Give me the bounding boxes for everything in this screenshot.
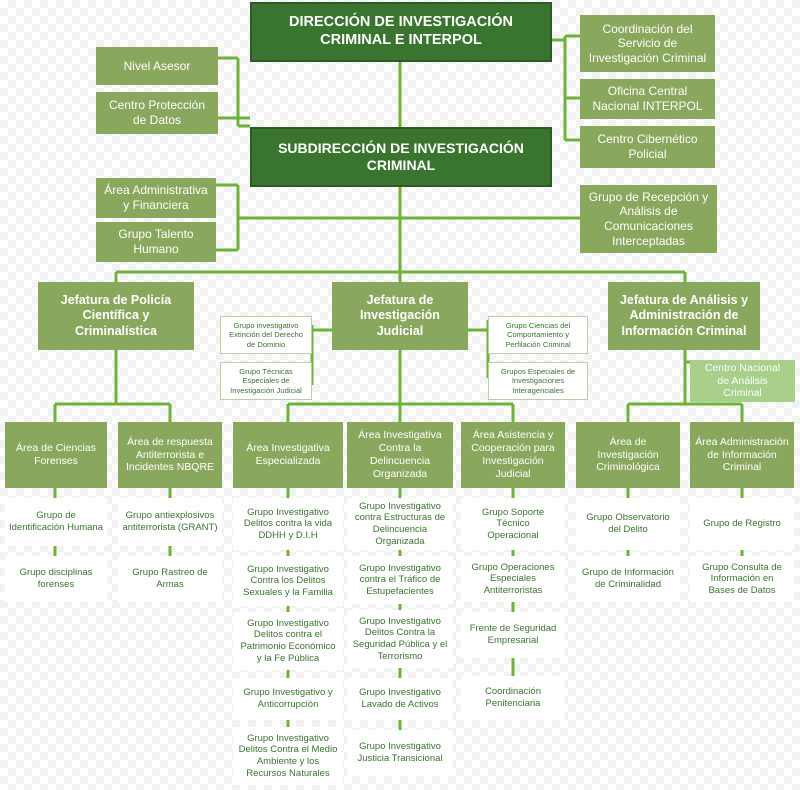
centro-nacional-analisis-box: Centro Nacional de Análisis Criminal: [690, 360, 795, 402]
group-box: Grupo Investigativo Delitos contra el Pa…: [233, 612, 343, 670]
grupo-ciencias-comportamiento-box: Grupo Ciencias del Comportamiento y Perf…: [488, 316, 588, 354]
jefatura-judicial-box: Jefatura de Investigación Judicial: [332, 282, 468, 350]
grupo-extincion-box: Grupo investigativo Extinción del Derech…: [220, 316, 312, 354]
group-box: Grupo Investigativo y Anticorrupción: [233, 678, 343, 720]
group-box: Grupo de Información de Criminalidad: [576, 556, 680, 602]
group-box: Grupo Investigativo Justicia Transiciona…: [347, 730, 453, 776]
jefatura-policia-box: Jefatura de Policía Científica y Crimina…: [38, 282, 194, 350]
group-box: Coordinación Penitenciaria: [461, 676, 565, 720]
area-box: Área de respuesta Antiterrorista e Incid…: [118, 422, 222, 488]
area-box: Área Asistencia y Cooperación para Inves…: [461, 422, 565, 488]
group-box: Grupo de Identificación Humana: [5, 498, 107, 546]
coordinacion-servicio-box: Coordinación del Servicio de Investigaci…: [580, 15, 715, 72]
group-box: Grupo Investigativo Lavado de Activos: [347, 678, 453, 720]
group-box: Grupo antiexplosivos antiterrorista (GRA…: [118, 498, 222, 546]
centro-proteccion-datos-box: Centro Protección de Datos: [96, 92, 218, 134]
grupo-talento-humano-box: Grupo Talento Humano: [96, 222, 216, 262]
group-box: Grupo Consulta de Información en Bases d…: [690, 556, 794, 602]
grupo-recepcion-box: Grupo de Recepción y Análisis de Comunic…: [580, 185, 717, 253]
subdireccion-box: SUBDIRECCIÓN DE INVESTIGACIÓN CRIMINAL: [250, 127, 552, 187]
group-box: Grupo disciplinas forenses: [5, 556, 107, 602]
nivel-asesor-box: Nivel Asesor: [96, 47, 218, 85]
grupo-tecnicas-box: Grupo Técnicas Especiales de Investigaci…: [220, 362, 312, 400]
centro-cibernetico-box: Centro Cibernético Policial: [580, 126, 715, 168]
group-box: Grupo Investigativo contra el Tráfico de…: [347, 556, 453, 604]
area-box: Área Administración de Información Crimi…: [690, 422, 794, 488]
direccion-box: DIRECCIÓN DE INVESTIGACIÓN CRIMINAL E IN…: [250, 2, 552, 62]
group-box: Frente de Seguridad Empresarial: [461, 612, 565, 658]
area-box: Área de Ciencias Forenses: [5, 422, 107, 488]
jefatura-analisis-box: Jefatura de Análisis y Administración de…: [608, 282, 760, 350]
group-box: Grupo Rastreo de Armas: [118, 556, 222, 602]
group-box: Grupo Investigativo Delitos Contra el Me…: [233, 727, 343, 785]
oficina-interpol-box: Oficina Central Nacional INTERPOL: [580, 79, 715, 119]
group-box: Grupo Soporte Técnico Operacional: [461, 498, 565, 550]
grupos-especiales-box: Grupos Especiales de Investigaciones Int…: [488, 362, 588, 400]
group-box: Grupo Investigativo contra Estructuras d…: [347, 498, 453, 550]
group-box: Grupo Investigativo Delitos Contra la Se…: [347, 610, 453, 668]
group-box: Grupo de Registro: [690, 498, 794, 550]
group-box: Grupo Investigativo Delitos contra la vi…: [233, 498, 343, 550]
area-box: Área Investigativa Contra la Delincuenci…: [347, 422, 453, 488]
area-box: Área de Investigación Criminológica: [576, 422, 680, 488]
group-box: Grupo Operaciones Especiales Antiterrori…: [461, 556, 565, 602]
area-box: Área Investigativa Especializada: [233, 422, 343, 488]
area-administrativa-box: Área Administrativa y Financiera: [96, 178, 216, 218]
group-box: Grupo Observatorio del Delito: [576, 498, 680, 550]
group-box: Grupo Investigativo Contra los Delitos S…: [233, 556, 343, 606]
